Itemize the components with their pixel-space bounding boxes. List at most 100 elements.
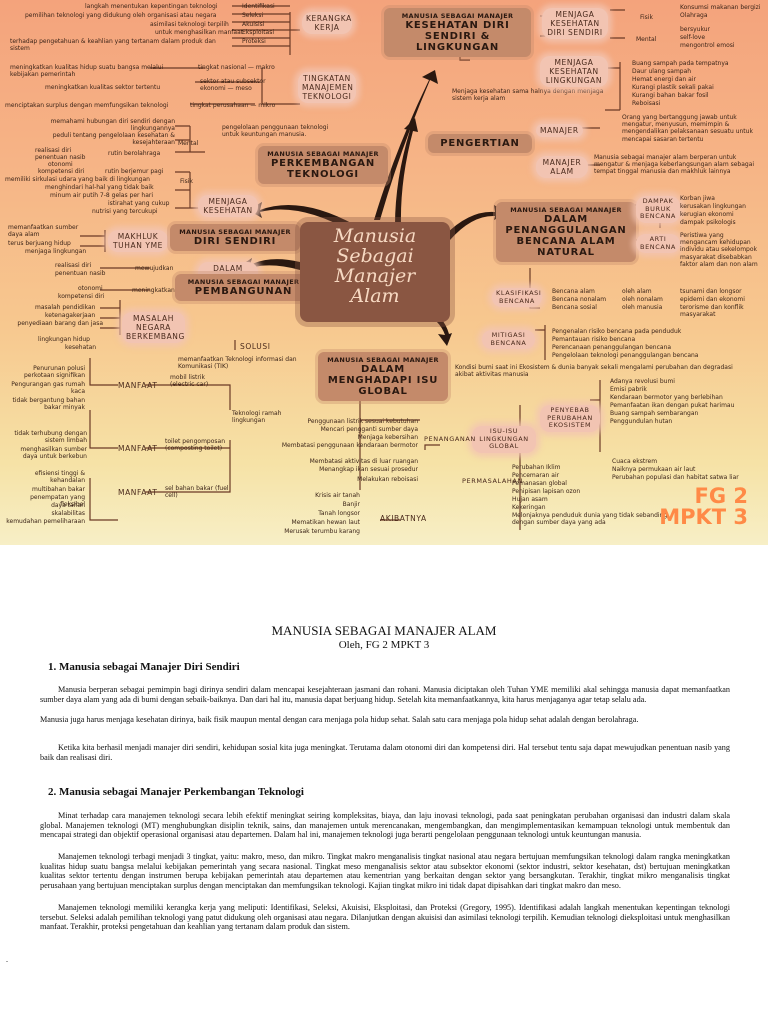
creature-item: terus berjuang hidup [8, 240, 71, 247]
solution-item: Melakukan reboisasi [357, 476, 418, 483]
benefit-item: multibahan bakar [31, 486, 85, 493]
mental-item: self-love [680, 34, 706, 41]
benefit-item: penempatan yang fleksibel [30, 494, 85, 509]
benefit-item: Penurunan polusi perkotaan signifikan [23, 365, 85, 380]
society-label: MASALAH NEGARA BERKEMBANG [122, 312, 185, 343]
impact-item: dampak psikologis [680, 219, 736, 226]
problem-ex: Cuaca ekstrem [612, 458, 658, 465]
creature-label: MAKHLUK TUHAN YME [108, 230, 168, 252]
problem-ex: Naiknya permukaan air laut [612, 466, 696, 473]
manfaat-label: MANFAAT [118, 444, 158, 453]
header-small: MANUSIA SEBAGAI MANAJER [327, 356, 439, 364]
class-ex: terorisme dan konflik masyarakat [680, 304, 744, 319]
mental-item: peduli tentang pengelolaan kesehatan & k… [52, 132, 175, 147]
header-main: DALAM MENGHADAPI ISU GLOBAL [327, 364, 439, 397]
doc-byline: Oleh, FG 2 MPKT 3 [338, 639, 430, 651]
framework-item: Seleksi [242, 12, 264, 19]
header-small: MANUSIA SEBAGAI MANAJER [187, 278, 300, 286]
society-item: lingkungan hidup [38, 336, 90, 343]
tool-item: toilet pengomposan (composting toilet) [165, 438, 226, 453]
mental-item: realisasi diri [35, 147, 72, 154]
alam-def: Manusia sebagai manajer alam berperan un… [594, 154, 755, 176]
mental-item: mengontrol emosi [680, 42, 735, 49]
solusi-note: memanfaatkan Teknologi informasi dan Kom… [178, 356, 297, 371]
mitigation-item: Pengenalan risiko bencana pada penduduk [552, 328, 682, 335]
class-name: Bencana alam [552, 288, 595, 295]
level-name: sektor atau subsektor ekonomi — meso [200, 78, 266, 93]
class-ex: tsunami dan longsor [680, 288, 742, 295]
centre-line: Sebagai [336, 245, 414, 267]
tech-topic: pemilihan teknologi yang didukung oleh o… [25, 12, 217, 19]
paragraph: Manajemen teknologi terbagi menjadi 3 ti… [40, 852, 730, 890]
arti-def: Peristiwa yang mengancam kehidupan indiv… [680, 232, 758, 268]
benefit-item: efisiensi tinggi & kehandalan [34, 470, 85, 485]
framework-item: Eksploitasi [242, 29, 275, 36]
result-item: Merusak terumbu karang [284, 528, 360, 535]
section-heading: 2. Manusia sebagai Manajer Perkembangan … [48, 786, 304, 798]
cause-item: Buang sampah sembarangan [610, 410, 699, 417]
global-header: MANUSIA SEBAGAI MANAJER DALAM MENGHADAPI… [318, 352, 448, 401]
env-item: Daur ulang sampah [632, 68, 692, 75]
class-by: oleh alam [622, 288, 652, 295]
fisik-label: Fisik [180, 178, 193, 185]
tech-topic: langkah menentukan kepentingan teknologi [85, 3, 218, 10]
society-item: penyediaan barang dan jasa [17, 320, 103, 327]
header-main: DIRI SENDIRI [193, 236, 277, 247]
mental-item: penentuan nasib [35, 154, 86, 161]
mitigation-item: Pengelolaan teknologi penanggulangan ben… [552, 352, 699, 359]
benefit-item: skalabilitas [51, 510, 85, 517]
solution-item: Membatasi aktivitas di luar ruangan [309, 458, 418, 465]
section-heading: 1. Manusia sebagai Manajer Diri Sendiri [48, 661, 240, 673]
env-item: Buang sampah pada tempatnya [632, 60, 729, 67]
paragraph: Minat terhadap cara manajemen teknologi … [40, 811, 730, 840]
manfaat-label: MANFAAT [118, 381, 158, 390]
watermark: FG 2 MPKT 3 [659, 486, 748, 528]
problem-item: Melonjaknya penduduk dunia yang tidak se… [512, 512, 668, 527]
impact-label: DAMPAK BURUK BENCANA [636, 196, 680, 223]
mental-item: kompetensi diri [38, 168, 85, 175]
class-by: oleh manusia [622, 304, 663, 311]
mental-item: rutin berolahraga [108, 150, 161, 157]
society-item: kesehatan [65, 344, 97, 351]
env-item: Kurangi plastik sekali pakai [632, 84, 714, 91]
level-desc: meningkatkan kualitas sektor tertentu [45, 84, 161, 91]
cause-item: Emisi pabrik [610, 386, 647, 393]
tool-item: mobil listrik (electric car) [170, 374, 209, 389]
result-item: Tanah longsor [318, 510, 360, 517]
social-verb: mewujudkan [135, 265, 174, 272]
fisik-item: memiliki sirkulasi udara yang baik di li… [5, 176, 150, 183]
solution-label: PENANGANAN [424, 435, 476, 443]
header-small: MANUSIA SEBAGAI MANAJER [179, 228, 291, 236]
manajer-def: Orang yang bertanggung jawab untuk menga… [622, 114, 753, 143]
tech-topic: untuk menghasilkan manfaat [155, 29, 244, 36]
class-name: Bencana nonalam [552, 296, 607, 303]
alam-label: MANAJER ALAM [536, 156, 588, 178]
problem-item: Pemanasan global [512, 480, 567, 487]
problem-item: Pencemaran air [512, 472, 560, 479]
global-note: Kondisi bumi saat ini Ekosistem & dunia … [455, 364, 733, 379]
tech-extra: pengelolaan penggunaan teknologi untuk k… [222, 124, 329, 139]
result-item: Krisis air tanah [315, 492, 360, 499]
problem-label: PERMASALAHAN [462, 477, 523, 485]
dev-header: MANUSIA SEBAGAI MANAJER PEMBANGUNAN [175, 274, 312, 301]
header-small: MANUSIA SEBAGAI MANAJER [510, 206, 622, 214]
header-small: MANUSIA SEBAGAI MANAJER [267, 150, 379, 158]
class-by: oleh nonalam [622, 296, 663, 303]
tech-header: MANUSIA SEBAGAI MANAJER PERKEMBANGAN TEK… [258, 146, 388, 184]
watermark-line: FG 2 [694, 484, 748, 508]
society-item: masalah pendidikan [35, 304, 96, 311]
level-name: tingkat nasional — makro [198, 64, 275, 71]
paragraph: Manusia juga harus menjaga kesehatan dir… [40, 715, 639, 724]
benefit-item: tidak bergantung bahan bakar minyak [12, 397, 85, 412]
solution-item: Membatasi penggunaan kendaraan bermotor [281, 442, 418, 449]
cause-label: PENYEBAB PERUBAHAN EKOSISTEM [540, 405, 600, 432]
solution-item: Menjaga kebersihan [357, 434, 418, 441]
health-label: MENJAGA KESEHATAN [198, 195, 258, 217]
problem-ex: Perubahan populasi dan habitat satwa lia… [612, 474, 739, 481]
impact-item: kerugian ekonomi [680, 211, 734, 218]
result-item: Banjir [342, 501, 360, 508]
definition-header: PENGERTIAN [428, 134, 532, 153]
impact-item: kerusakan lingkungan [680, 203, 746, 210]
env-item: Reboisasi [632, 100, 661, 107]
level-desc: menciptakan surplus dengan memfungsikan … [5, 102, 169, 109]
